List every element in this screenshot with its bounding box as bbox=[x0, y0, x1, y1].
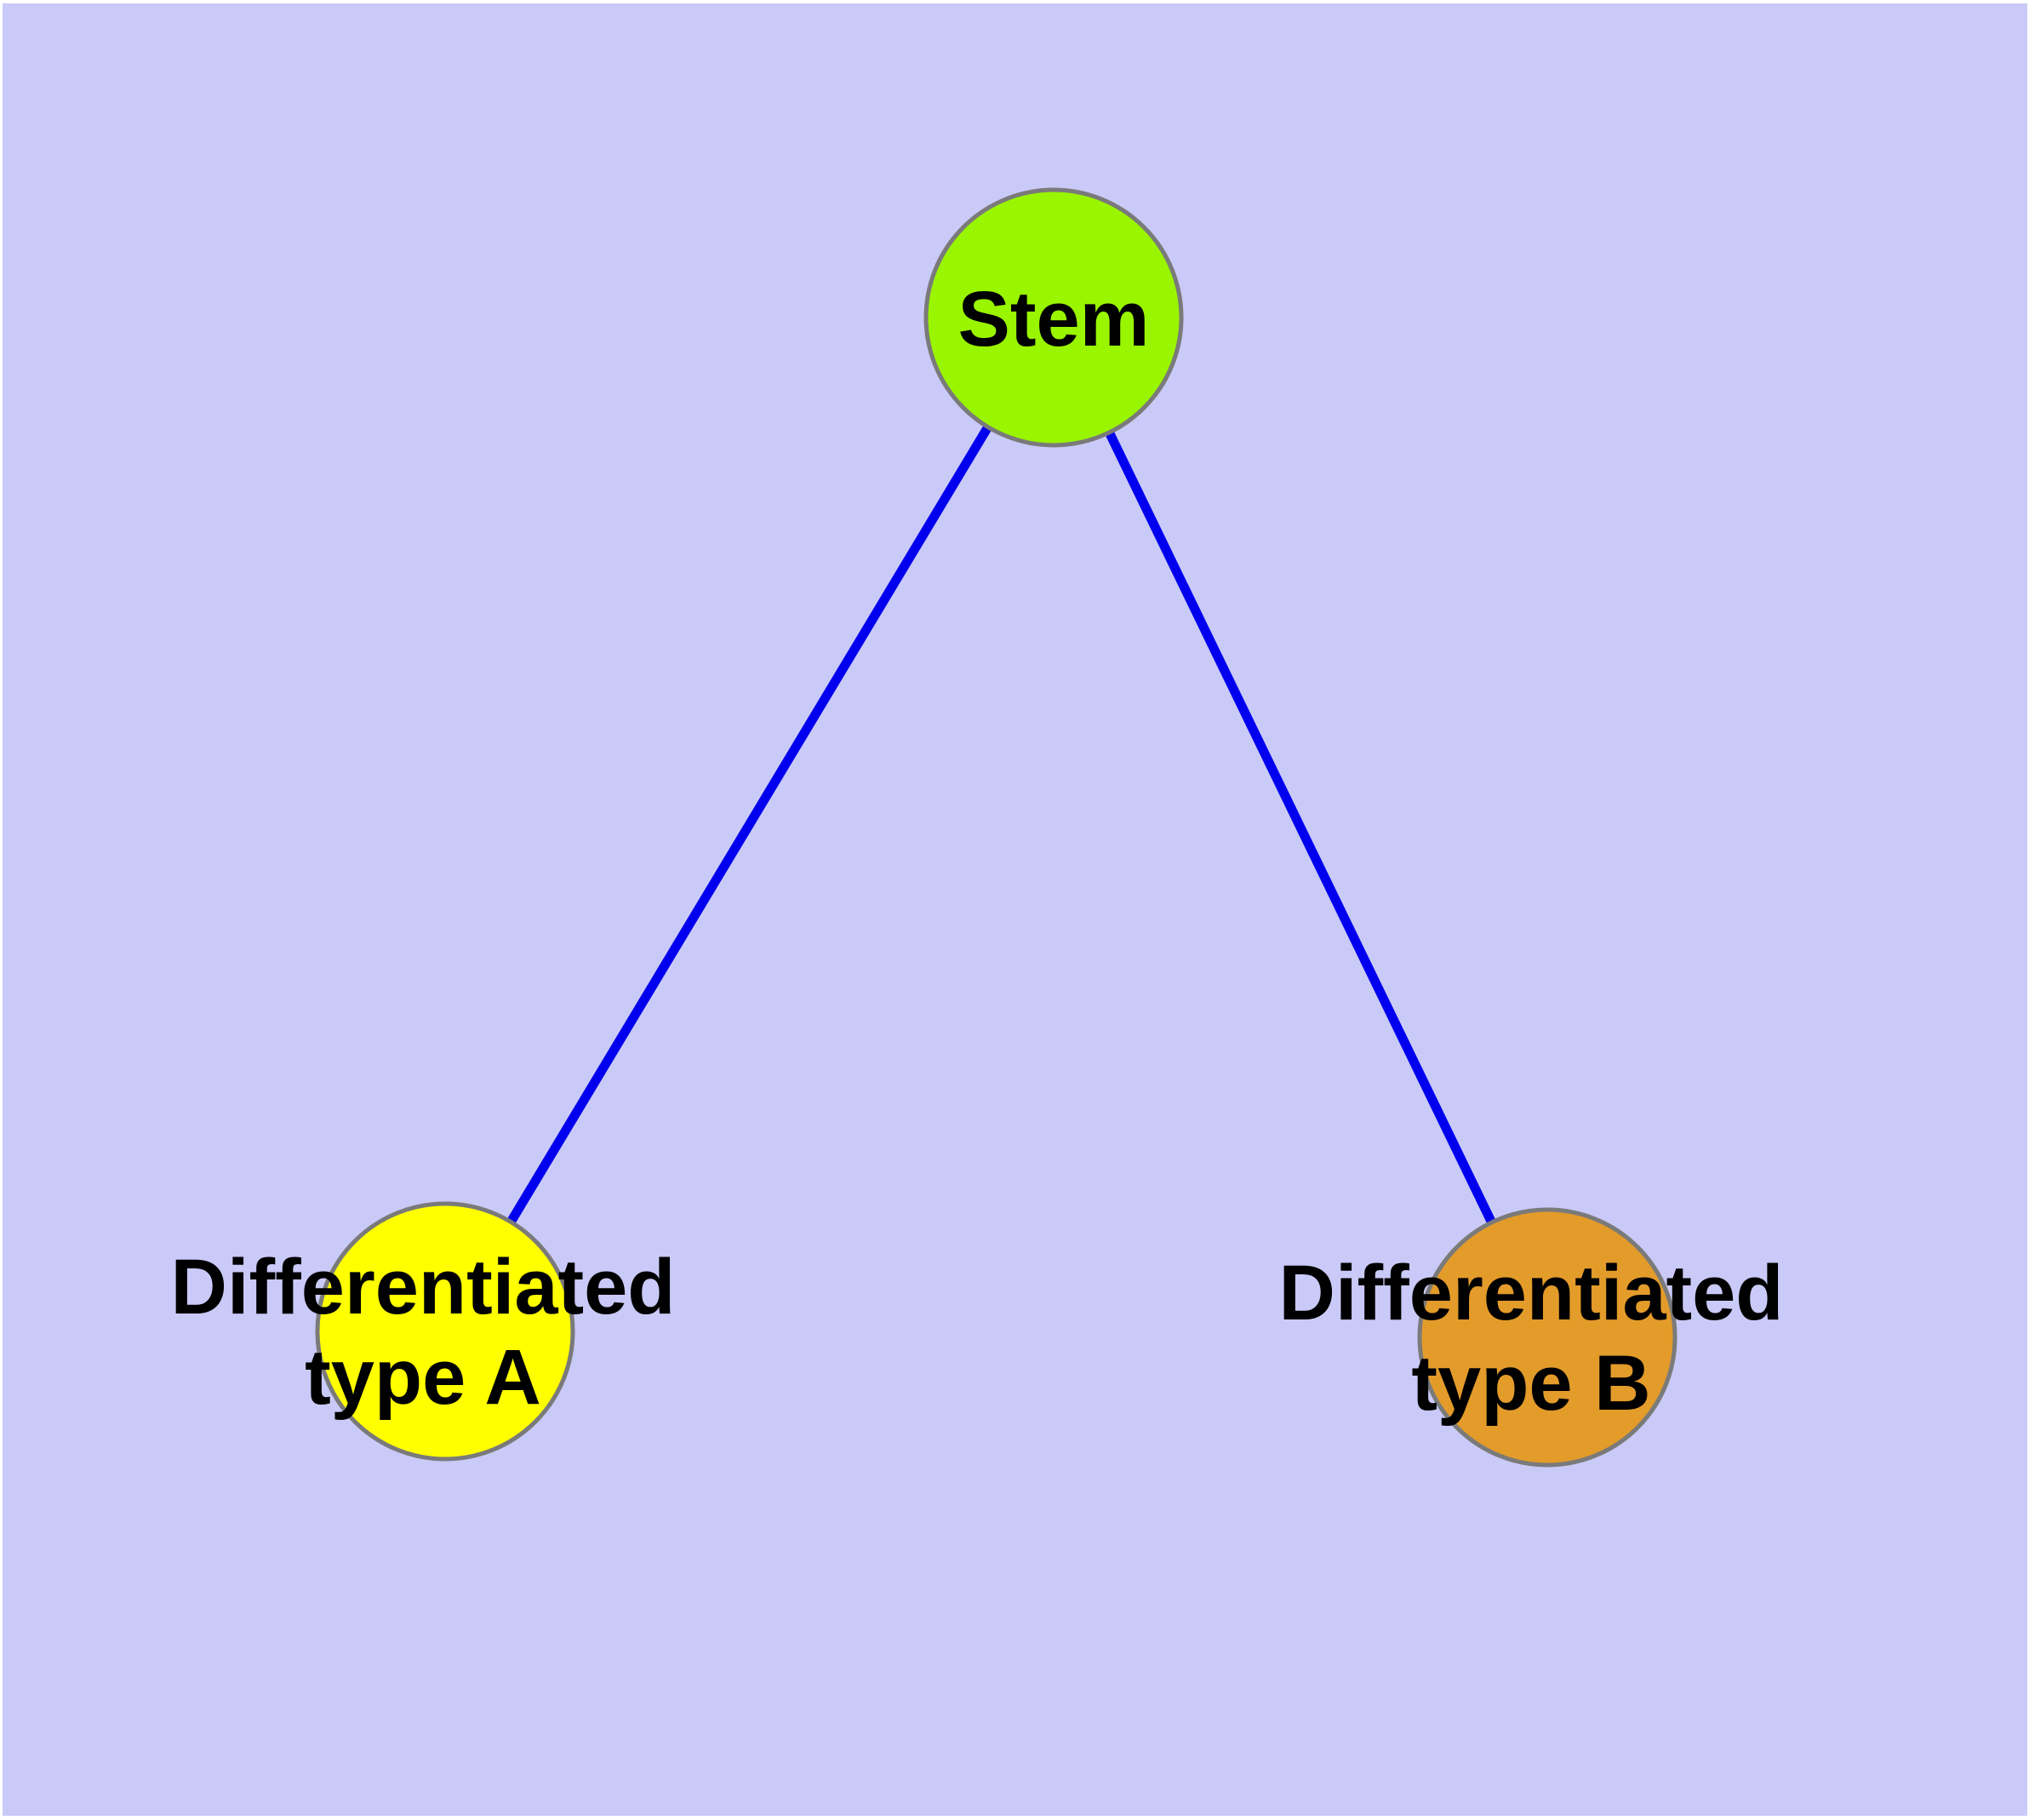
edge-stem-to-typeA bbox=[441, 315, 1058, 1334]
node-stem bbox=[923, 187, 1184, 448]
node-differentiated-type-b bbox=[1417, 1207, 1677, 1468]
edge-stem-to-typeB bbox=[1049, 315, 1552, 1340]
node-label-typeA-line2: type A bbox=[305, 1334, 541, 1421]
node-label-typeB-line1: Differentiated bbox=[1279, 1250, 1784, 1336]
node-label-typeA-line1: Differentiated bbox=[171, 1244, 676, 1331]
node-label-stem: Stem bbox=[958, 276, 1150, 363]
node-label-typeB-line2: type B bbox=[1411, 1340, 1650, 1427]
node-differentiated-type-a bbox=[315, 1201, 575, 1462]
